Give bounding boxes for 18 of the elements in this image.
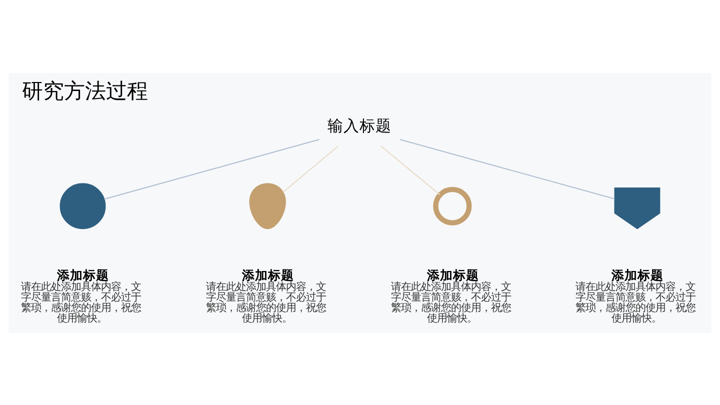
node-circle [60, 182, 106, 229]
node-label: 添加标题 [612, 266, 664, 282]
node-label: 添加标题 [242, 266, 294, 282]
connector [400, 138, 615, 199]
node-label: 请在此处添加具体内容，文字尽量言简意赅，不必过于繁琐，感谢您的使用，祝您使用愉快。 [206, 280, 326, 324]
node-label: 请在此处添加具体内容，文字尽量言简意赅，不必过于繁琐，感谢您的使用，祝您使用愉快。 [21, 280, 142, 324]
node-magnifier [433, 186, 472, 225]
node-label: 请在此处添加具体内容，文字尽量言简意赅，不必过于繁琐，感谢您的使用，祝您使用愉快。 [576, 280, 696, 324]
diagram-title: 研究方法过程 [22, 78, 148, 103]
node-bulb [249, 182, 286, 229]
node-label: 请在此处添加具体内容，文字尽量言简意赅，不必过于繁琐，感谢您的使用，祝您使用愉快。 [390, 280, 511, 324]
connector [104, 138, 320, 200]
connector [282, 145, 338, 192]
node-person [614, 186, 660, 229]
node-label: 添加标题 [426, 266, 479, 282]
connector [380, 145, 440, 195]
node-label: 添加标题 [57, 266, 110, 282]
node-text: 输入标题 [328, 115, 392, 134]
